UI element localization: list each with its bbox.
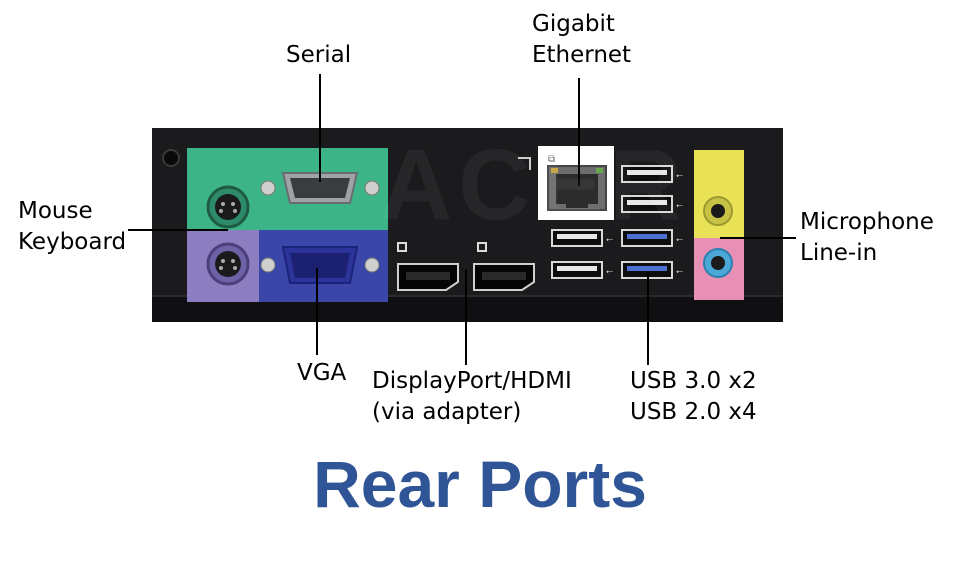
- page-title: Rear Ports: [313, 447, 647, 521]
- displayport-port-2: [473, 263, 535, 291]
- vga-label: VGA: [297, 360, 347, 386]
- usb-port-3: [551, 229, 603, 247]
- svg-text:⭠: ⭠: [676, 171, 683, 181]
- usb-port-1: [621, 165, 673, 183]
- displayport-label: DisplayPort/HDMI (via adapter): [372, 368, 572, 425]
- svg-text:⭠: ⭠: [676, 235, 683, 245]
- screw-hole: [162, 149, 180, 167]
- ethernet-label: Gigabit Ethernet: [532, 11, 632, 68]
- line-in-jack: [703, 248, 733, 278]
- svg-text:⧉: ⧉: [548, 154, 555, 165]
- serial-label: Serial: [286, 42, 352, 68]
- svg-text:⭠: ⭠: [676, 267, 683, 277]
- bracket-mark: [518, 157, 531, 170]
- svg-text:⭠: ⭠: [606, 267, 613, 277]
- ps2-keyboard-port: [206, 242, 250, 286]
- usb-port-2: [621, 195, 673, 213]
- usb-port-4: [621, 229, 673, 247]
- displayport-port-1: [397, 263, 459, 291]
- dp-icon-1: [397, 242, 407, 252]
- usb-port-5: [551, 261, 603, 279]
- dp-icon-2: [477, 242, 487, 252]
- mic-linein-label: Microphone Line-in: [800, 209, 934, 266]
- mouse-keyboard-label: Mouse Keyboard: [18, 198, 127, 255]
- svg-text:⭠: ⭠: [606, 235, 613, 245]
- usb-label: USB 3.0 x2 USB 2.0 x4: [630, 368, 757, 425]
- watermark: ACER: [380, 129, 688, 241]
- microphone-jack: [703, 196, 733, 226]
- svg-text:⭠: ⭠: [676, 201, 683, 211]
- usb-icons: ⭠ ⭠ ⭠ ⭠ ⭠ ⭠: [606, 171, 683, 277]
- ethernet-port: ⧉: [538, 146, 614, 220]
- ps2-mouse-port: [206, 185, 250, 229]
- vga-port: [260, 246, 380, 284]
- serial-port: [260, 172, 380, 204]
